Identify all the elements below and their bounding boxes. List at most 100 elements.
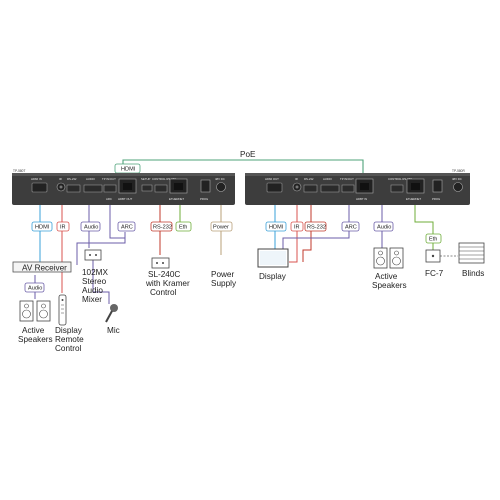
right-tag-eth-text: Eth bbox=[429, 237, 437, 243]
left-setup-label: SETUP bbox=[141, 177, 150, 181]
left-ethernet-label: ETHERNET bbox=[169, 197, 184, 201]
left-tag-power: Power bbox=[210, 221, 233, 232]
mic-icon bbox=[105, 304, 118, 323]
left-ir-label: IR bbox=[59, 177, 62, 181]
av-receiver-box bbox=[12, 261, 72, 273]
right-hdmi-port-label: HDMI OUT bbox=[265, 177, 279, 181]
left-setup-button bbox=[141, 184, 153, 192]
right-rs232-cable bbox=[302, 205, 312, 262]
right-tag-ir: IR bbox=[290, 221, 304, 232]
left-audio-label: AUDIO bbox=[86, 177, 96, 181]
right-tag-rs232: RS-232 bbox=[304, 221, 327, 232]
right-tag-audio-text: Audio bbox=[377, 225, 391, 231]
left-control-label: CONTROL RS-232 bbox=[152, 177, 176, 181]
right-tp-terminal bbox=[341, 184, 355, 193]
left-hdmi-port-label: HDMI IN bbox=[31, 177, 42, 181]
left-tag-ir-text: IR bbox=[60, 225, 66, 231]
left-tag-hdmi-text: HDMI bbox=[35, 225, 50, 231]
display-remote-icon bbox=[58, 294, 67, 326]
sl240c-label-2: with Kramer bbox=[145, 279, 190, 288]
blinds-label: Blinds bbox=[462, 269, 484, 278]
right-tag-eth: Eth bbox=[425, 233, 442, 244]
left-tp-label: TP IN/OUT bbox=[102, 177, 116, 181]
right-ir-cable bbox=[289, 205, 298, 263]
right-unit: TP-580R HDMI OUT IR RS-232 AUDIO TP IN/O… bbox=[245, 169, 470, 205]
sl240c-icon bbox=[151, 257, 170, 269]
fc7-label: FC-7 bbox=[425, 269, 444, 278]
left-rs232-terminal bbox=[66, 184, 81, 193]
right-tag-hdmi: HDMI bbox=[265, 221, 287, 232]
sl240c-label-3: Control bbox=[150, 288, 177, 297]
right-tp-label: TP IN/OUT bbox=[340, 177, 354, 181]
right-tag-audio: Audio bbox=[373, 221, 394, 232]
left-audio-terminal bbox=[83, 184, 103, 193]
display-remote-label-1: Display bbox=[55, 326, 83, 335]
right-hdmi-port bbox=[266, 182, 283, 193]
left-arc-port-label: ARC bbox=[106, 197, 112, 201]
right-hdbt-label: HDBT IN bbox=[356, 197, 367, 201]
left-control-terminal bbox=[154, 184, 168, 193]
left-tag-ir: IR bbox=[56, 221, 70, 232]
left-tag-rs232: RS-232 bbox=[150, 221, 173, 232]
right-tag-arc: ARC bbox=[341, 221, 360, 232]
power-supply-label-2: Supply bbox=[211, 279, 237, 288]
left-power-label: 48V DC bbox=[215, 177, 225, 181]
left-hdbt-label: HDBT OUT bbox=[118, 197, 133, 201]
mixer-label-2: Stereo bbox=[82, 277, 107, 286]
power-supply-label-1: Power bbox=[211, 270, 234, 279]
left-arc-cable bbox=[76, 205, 126, 265]
right-control-label: CONTROL RS-232 bbox=[388, 177, 412, 181]
mixer-label-1: 102MX bbox=[82, 268, 108, 277]
right-rs232-terminal bbox=[303, 184, 318, 193]
left-hdmi-port bbox=[31, 182, 48, 193]
right-ir-label: IR bbox=[295, 177, 298, 181]
poe-label: PoE bbox=[240, 150, 256, 159]
right-tag-arc-text: ARC bbox=[345, 225, 357, 231]
right-arc-cable bbox=[282, 205, 350, 250]
left-speakers-label-2: Speakers bbox=[18, 335, 53, 344]
left-speakers-label-1: Active bbox=[22, 326, 45, 335]
display-remote-label-2: Remote bbox=[55, 335, 84, 344]
hdmi-top-tag: HDMI bbox=[121, 167, 136, 173]
right-speakers-icon bbox=[373, 247, 404, 269]
left-tag-audio-bottom-text: Audio bbox=[28, 286, 42, 292]
mixer-label-4: Mixer bbox=[82, 295, 102, 304]
left-tag-audio-bottom: Audio bbox=[24, 282, 45, 293]
left-tag-eth-text: Eth bbox=[179, 225, 187, 231]
left-tag-arc-text: ARC bbox=[121, 225, 133, 231]
left-tag-audio-text: Audio bbox=[84, 225, 98, 231]
right-power-jack bbox=[453, 182, 463, 192]
av-receiver-label: AV Receiver bbox=[22, 264, 67, 273]
left-tag-hdmi: HDMI bbox=[31, 221, 53, 232]
right-ethernet-label: ETHERNET bbox=[406, 197, 421, 201]
mic-cable bbox=[92, 250, 110, 304]
right-audio-label: AUDIO bbox=[323, 177, 333, 181]
right-speakers-label-2: Speakers bbox=[372, 281, 407, 290]
right-power-label: 48V DC bbox=[452, 177, 462, 181]
left-tag-rs232-text: RS-232 bbox=[153, 225, 172, 231]
left-usb-port bbox=[200, 179, 211, 193]
left-tp-terminal bbox=[103, 184, 117, 193]
fc7-icon bbox=[425, 249, 441, 263]
left-power-jack bbox=[216, 182, 226, 192]
right-control-terminal bbox=[390, 184, 404, 193]
left-unit-model: TP-580T bbox=[13, 169, 25, 173]
right-speakers-label-1: Active bbox=[375, 272, 398, 281]
left-tag-eth: Eth bbox=[175, 221, 192, 232]
right-unit-model: TP-580R bbox=[452, 169, 465, 173]
right-usb-port bbox=[432, 179, 443, 193]
display-icon bbox=[257, 248, 289, 268]
sl240c-label-1: SL-240C bbox=[148, 270, 180, 279]
left-tag-arc: ARC bbox=[117, 221, 136, 232]
right-tag-hdmi-text: HDMI bbox=[269, 225, 284, 231]
display-remote-label-3: Control bbox=[55, 344, 82, 353]
mixer-icon bbox=[84, 249, 102, 261]
right-rs232-label: RS-232 bbox=[304, 177, 314, 181]
right-tag-ir-text: IR bbox=[294, 225, 300, 231]
right-usb-label: PROG bbox=[432, 197, 440, 201]
left-speakers-icon bbox=[19, 300, 51, 322]
left-usb-label: PROG bbox=[200, 197, 208, 201]
mic-label: Mic bbox=[107, 326, 120, 335]
right-tag-rs232-text: RS-232 bbox=[307, 225, 326, 231]
